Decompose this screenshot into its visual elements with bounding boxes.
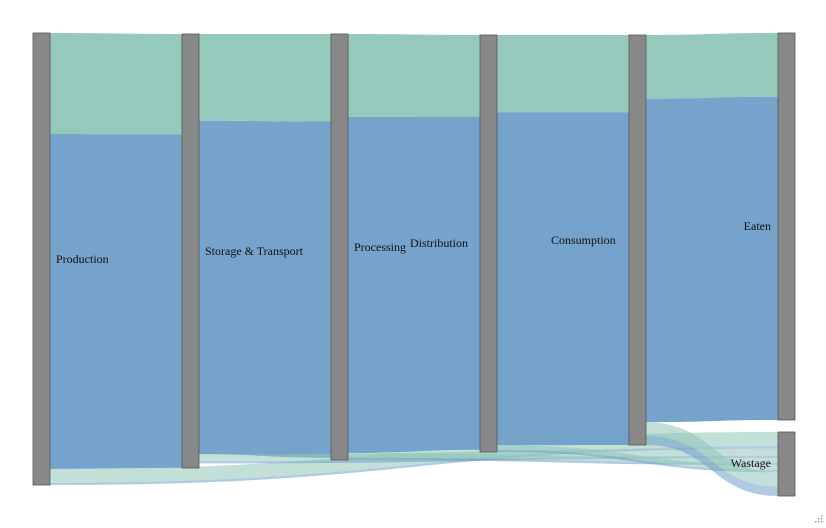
resize-grip-icon[interactable] xyxy=(810,512,824,526)
link-consumption-to-wastage-blue[interactable] xyxy=(646,435,778,496)
link-storage-to-processing-green[interactable] xyxy=(199,34,331,122)
link-production-to-storage-green[interactable] xyxy=(50,33,182,135)
link-processing-to-distribution-blue[interactable] xyxy=(348,116,480,454)
sankey-nodes xyxy=(32,32,796,497)
link-production-to-wastage-blue[interactable] xyxy=(50,446,778,485)
link-consumption-to-eaten-blue[interactable] xyxy=(646,96,778,423)
link-storage-to-processing-blue[interactable] xyxy=(199,120,331,458)
node-label-storage: Storage & Transport xyxy=(205,244,304,258)
node-label-distribution: Distribution xyxy=(410,236,468,250)
node-processing[interactable] xyxy=(330,33,349,461)
node-label-processing: Processing xyxy=(354,240,406,254)
node-wastage[interactable] xyxy=(777,431,796,497)
link-consumption-to-eaten-green[interactable] xyxy=(646,33,778,99)
node-distribution[interactable] xyxy=(479,34,498,453)
node-production[interactable] xyxy=(32,32,51,486)
node-label-eaten: Eaten xyxy=(744,219,771,233)
link-consumption-to-wastage-green[interactable] xyxy=(646,422,778,487)
sankey-links xyxy=(50,33,778,496)
node-label-production: Production xyxy=(56,252,109,266)
link-distribution-to-wastage-blue[interactable] xyxy=(497,449,778,473)
link-production-to-storage-blue[interactable] xyxy=(50,133,182,469)
link-processing-to-distribution-green[interactable] xyxy=(348,34,480,118)
link-distribution-to-consumption-green[interactable] xyxy=(497,35,629,113)
link-distribution-to-consumption-blue[interactable] xyxy=(497,112,629,446)
node-label-consumption: Consumption xyxy=(551,233,616,247)
node-consumption[interactable] xyxy=(628,34,647,446)
node-eaten[interactable] xyxy=(777,32,796,421)
node-label-wastage: Wastage xyxy=(731,456,771,470)
node-storage[interactable] xyxy=(181,33,200,469)
sankey-labels: Production Storage & Transport Processing D… xyxy=(56,219,771,470)
